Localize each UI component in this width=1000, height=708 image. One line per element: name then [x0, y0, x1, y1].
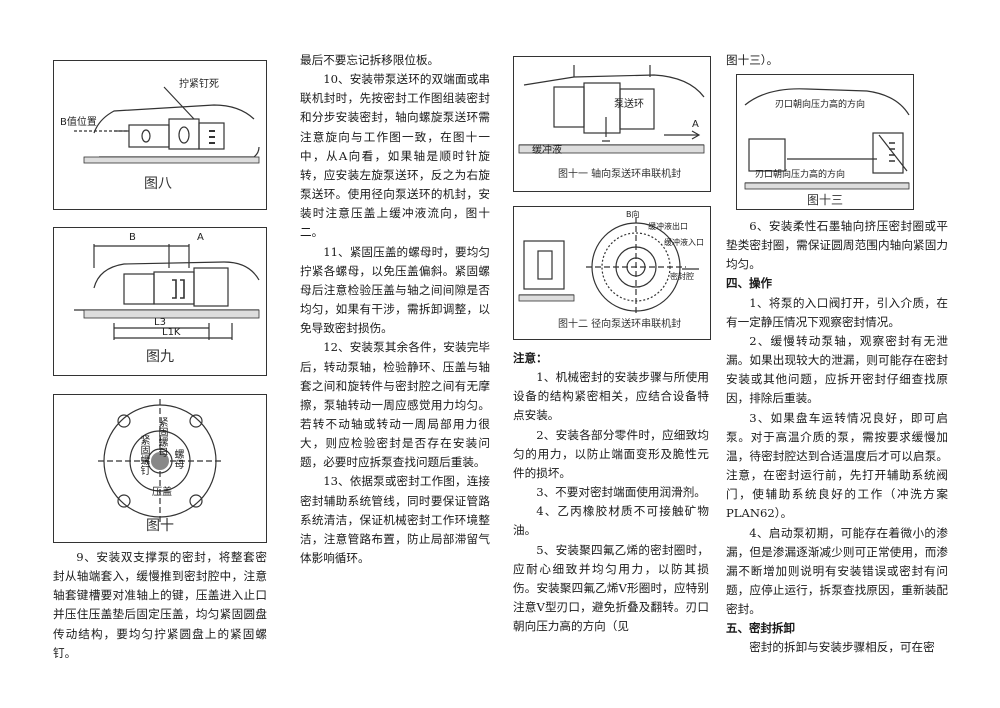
figure-12-label-r: 密封腔	[670, 272, 694, 281]
operation-1: 1、将泵的入口阀打开，引入介质，在有一定静压情况下观察密封情况。	[726, 295, 948, 329]
figure-10-label-right: 螺母	[172, 449, 183, 469]
column-3: 注意： 1、机械密封的安装步骤与所使用设备的结构紧密相关，应结合设备特点安装。 …	[513, 349, 709, 636]
section-5-heading: 五、密封拆卸	[726, 621, 795, 636]
figure-13-caption: 图十三	[807, 193, 844, 207]
figure-12-label-l1: 缓冲液出口	[648, 222, 688, 231]
note-1: 1、机械密封的安装步骤与所使用设备的结构紧密相关，应结合设备特点安装。	[513, 370, 709, 423]
figure-13-drawing	[744, 88, 910, 190]
figure-12: B向 缓冲液出口 缓冲液入口 密封腔 图十二 径向泵送环串联机封	[513, 206, 711, 340]
figure-11-caption: 图十一 轴向泵送环串联机封	[558, 169, 682, 180]
figure-8-caption: 图八	[144, 176, 172, 192]
operation-2: 2、缓慢转动泵轴，观察密封有无泄漏。如果出现较大的泄漏，则可能存在密封安装或其他…	[726, 333, 948, 406]
figure-9-label-b: B	[129, 232, 136, 243]
operation-3: 3、如果盘车运转情况良好，即可启泵。对于高温介质的泵，需按要求缓慢加温，待密封腔…	[726, 410, 948, 521]
figure-12-label-l2: 缓冲液入口	[664, 238, 704, 247]
figure-9-label-l1k: L1K	[162, 327, 181, 338]
figure-8-label-screw: 拧紧钉死	[179, 79, 219, 90]
figure-8: B值位置 拧紧钉死 图八	[53, 60, 267, 210]
disassembly-1: 密封的拆卸与安装步骤相反，可在密	[749, 640, 935, 655]
figure-9: B A L3 L1K 图九	[53, 227, 267, 376]
paragraph-continue-fig13: 图十三）。	[726, 53, 779, 67]
figure-12-drawing	[518, 217, 699, 315]
figure-9-label-l3: L3	[154, 317, 166, 328]
note-heading: 注意：	[513, 351, 548, 365]
paragraph-12: 12、安装泵其余各件，安装完毕后，转动泵轴，检验静环、压盖与轴套之间和旋转件与密…	[300, 340, 490, 470]
figure-10: 紧固螺母 紧固螺钉 螺母 压盖 图十	[53, 394, 267, 543]
figure-11-label-buffer: 缓冲液	[532, 145, 562, 156]
figure-13-label-bottom: 刃口朝向压力高的方向	[755, 170, 846, 180]
figure-8-label-b: B值位置	[60, 117, 97, 128]
figure-12-caption: 图十二 径向泵送环串联机封	[558, 319, 682, 330]
figure-10-label-bottom: 压盖	[152, 487, 172, 498]
figure-9-caption: 图九	[146, 349, 174, 365]
paragraph-11: 11、紧固压盖的螺母时，要均匀拧紧各螺母，以免压盖偏斜。紧固螺母后注意检验压盖与…	[300, 244, 490, 336]
figure-10-label-top: 紧固螺母	[156, 417, 167, 457]
paragraph-9: 9、安装双支撑泵的密封，将整套密封从轴端套入，缓慢推到密封腔中，注意轴套键槽要对…	[53, 550, 267, 660]
figure-11: 泵送环 缓冲液 A 图十一 轴向泵送环串联机封	[513, 56, 711, 192]
figure-10-drawing	[98, 399, 222, 523]
note-2: 2、安装各部分零件时，应细致均匀的用力，以防止端面变形及脆性元件的损坏。	[513, 427, 709, 480]
note-3: 3、不要对密封端面使用润滑剂。	[536, 485, 706, 500]
column-4-top: 图十三）。	[726, 51, 948, 70]
paragraph-continue: 最后不要忘记拆移限位板。	[300, 53, 440, 67]
figure-12-label-top: B向	[626, 210, 640, 219]
figure-8-drawing	[74, 86, 260, 164]
column-2: 最后不要忘记拆移限位板。 10、安装带泵送环的双端面或串联机封时，先按密封工作图…	[300, 51, 490, 568]
figure-13: 刃口朝向压力高的方向 刃口朝向压力高的方向 图十三	[736, 74, 914, 210]
figure-11-drawing	[518, 65, 705, 154]
figure-10-label-left: 紧固螺钉	[138, 435, 149, 475]
figure-9-drawing	[74, 244, 260, 340]
paragraph-13: 13、依据泵或密封工作图，连接密封辅助系统管线，同时要保证管路系统清洁，保证机械…	[300, 474, 490, 566]
paragraph-10: 10、安装带泵送环的双端面或串联机封时，先按密封工作图组装密封和分步安装密封，轴…	[300, 72, 490, 240]
column-4: 6、安装柔性石墨轴向挤压密封圈或平垫类密封圈，需保证圆周范围内轴向紧固力均匀。 …	[726, 217, 948, 658]
operation-4: 4、启动泵初期，可能存在着微小的渗漏，但是渗漏逐渐减少则可正常使用，而渗漏不断增…	[726, 525, 948, 617]
figure-13-label-top: 刃口朝向压力高的方向	[775, 100, 866, 110]
note-6: 6、安装柔性石墨轴向挤压密封圈或平垫类密封圈，需保证圆周范围内轴向紧固力均匀。	[726, 219, 948, 272]
figure-10-caption: 图十	[146, 518, 174, 534]
figure-11-label-pump: 泵送环	[614, 99, 644, 110]
note-4: 4、乙丙橡胶材质不可接触矿物油。	[513, 504, 709, 538]
column-1: 9、安装双支撑泵的密封，将整套密封从轴端套入，缓慢推到密封腔中，注意轴套键槽要对…	[53, 548, 267, 663]
figure-11-label-a: A	[692, 119, 699, 130]
section-4-heading: 四、操作	[726, 276, 772, 291]
note-5: 5、安装聚四氟乙烯的密封圈时，应耐心细致并均匀用力，以防其损伤。安装聚四氟乙烯V…	[513, 542, 709, 634]
figure-9-label-a: A	[197, 232, 204, 243]
